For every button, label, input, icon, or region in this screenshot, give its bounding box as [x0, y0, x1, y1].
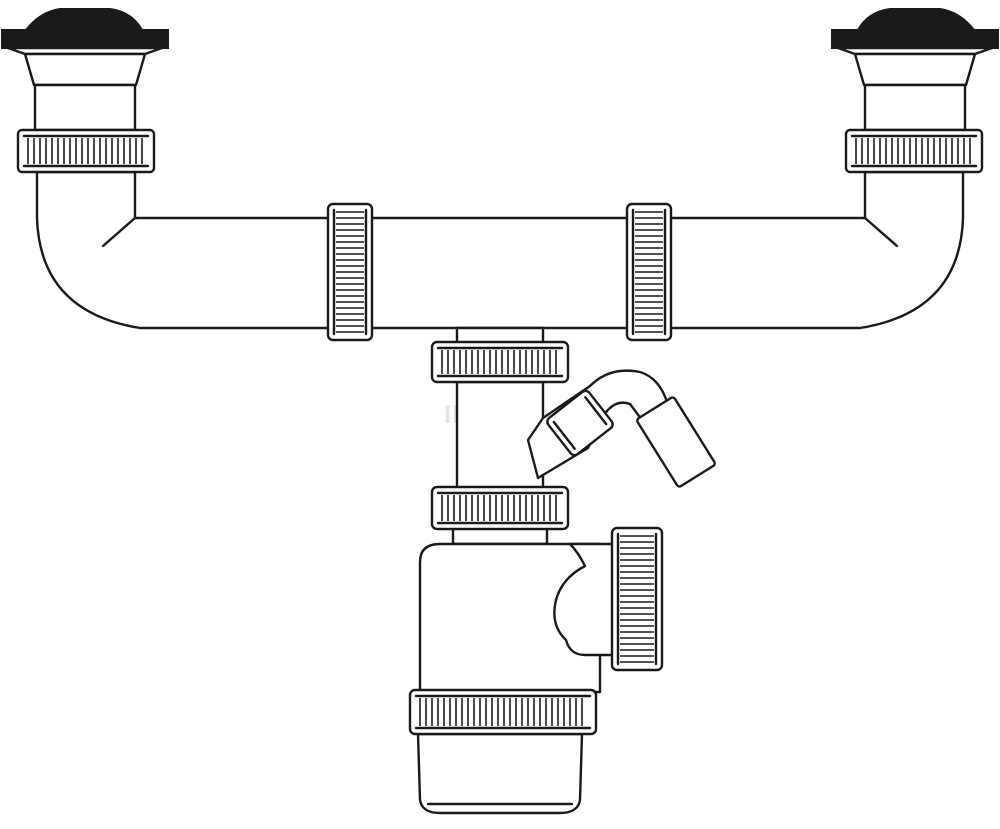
trap-top-nut	[430, 485, 570, 531]
right-elbow-seam	[863, 216, 899, 248]
hose-barb	[636, 396, 716, 488]
trap-outlet-nut	[610, 526, 664, 672]
left-strainer-flange	[1, 29, 169, 49]
center-pipe	[338, 216, 662, 330]
tee-upper-nut	[430, 340, 570, 384]
hose-spigot	[526, 369, 716, 488]
left-elbow-body	[35, 170, 342, 330]
left-elbow-seam	[101, 216, 137, 248]
trap-cup	[416, 732, 584, 815]
left-elbow	[16, 128, 342, 330]
right-elbow	[658, 128, 984, 330]
right-strainer-neck	[863, 83, 967, 132]
left-strainer	[1, 8, 169, 132]
spigot-nut	[546, 389, 614, 457]
trap-outlet	[553, 542, 617, 657]
left-pipe-nut	[326, 202, 374, 342]
trap-body	[418, 542, 602, 694]
right-top-nut	[844, 128, 984, 174]
left-strainer-cap-icon	[23, 8, 144, 31]
right-strainer-flange	[831, 29, 999, 49]
right-elbow-body	[658, 170, 965, 330]
trap-bottom-nut	[408, 688, 598, 736]
right-strainer	[831, 8, 999, 132]
left-top-nut	[16, 128, 156, 174]
horizontal-pipe	[326, 202, 673, 342]
right-strainer-cap-icon	[856, 8, 977, 31]
right-pipe-nut	[625, 202, 673, 342]
right-strainer-funnel	[853, 52, 977, 87]
left-strainer-funnel	[23, 52, 147, 87]
left-strainer-neck	[33, 83, 137, 132]
trap-neck	[451, 526, 549, 546]
bottle-trap	[408, 485, 664, 815]
